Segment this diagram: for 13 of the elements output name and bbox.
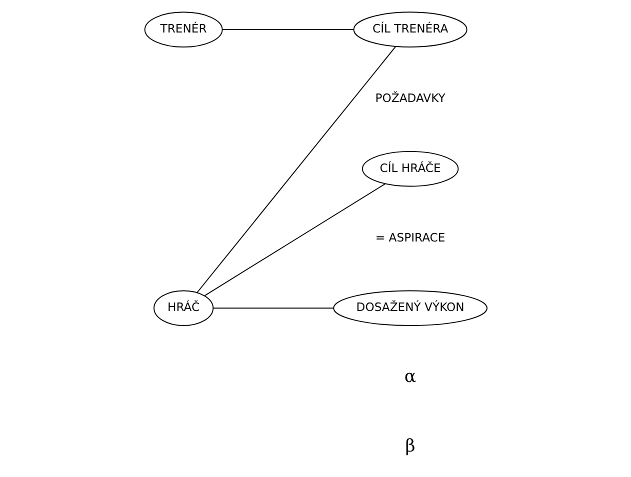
node-ellipse: CÍL TRENÉRA [352,12,467,48]
node-ellipse: HRÁČ [153,290,214,326]
label: α [404,367,416,388]
node-label: POŽADAVKY [374,91,445,106]
node-ellipse: TRENÉR [144,12,222,48]
connector [204,183,386,296]
node-label: = ASPIRACE [374,230,445,244]
node-ellipse: DOSAŽENÝ VÝKON [332,290,488,326]
connector [221,29,354,30]
label: β [404,436,415,457]
node-ellipse: CÍL HRÁČE [361,150,458,187]
connector [196,46,396,293]
connector [212,308,334,309]
